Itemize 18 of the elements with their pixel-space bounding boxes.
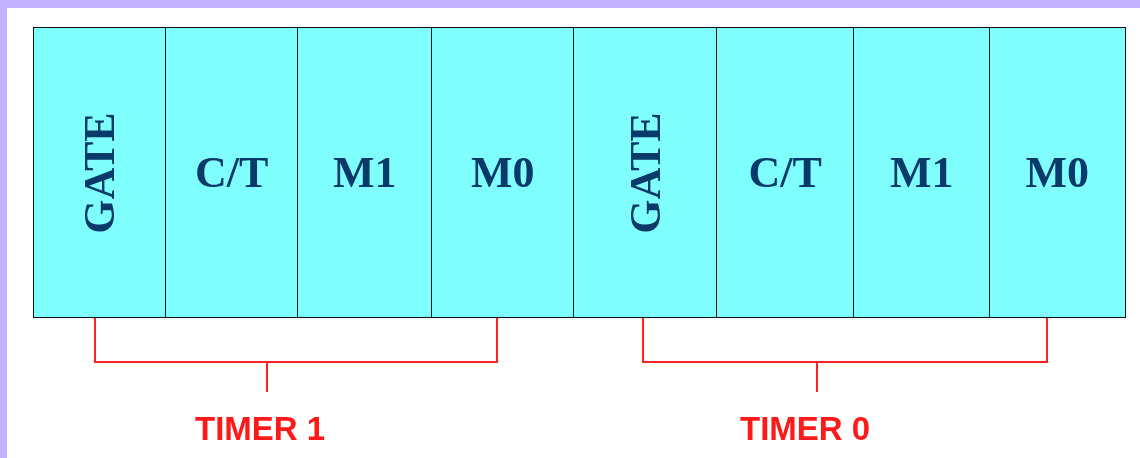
bit-name: C/T xyxy=(748,150,822,195)
bit-name: M1 xyxy=(333,150,397,195)
timer-label: TIMER 0 xyxy=(740,412,871,445)
register-bit-cell xyxy=(431,27,575,318)
register-bit-cell xyxy=(853,27,991,318)
bit-name: M1 xyxy=(890,150,954,195)
bit-name: GATE xyxy=(77,111,122,234)
timer-label: TIMER 1 xyxy=(195,412,326,445)
bit-name: M0 xyxy=(471,150,535,195)
bit-name: C/T xyxy=(195,150,269,195)
register-bit-cell xyxy=(165,27,299,318)
register-bit-cell xyxy=(33,27,167,318)
register-bit-cell xyxy=(716,27,855,318)
register-bit-cell xyxy=(573,27,718,318)
register-bit-cell xyxy=(989,27,1126,318)
bit-name: M0 xyxy=(1025,150,1089,195)
register-bit-cell xyxy=(297,27,433,318)
bit-name: GATE xyxy=(623,111,668,234)
